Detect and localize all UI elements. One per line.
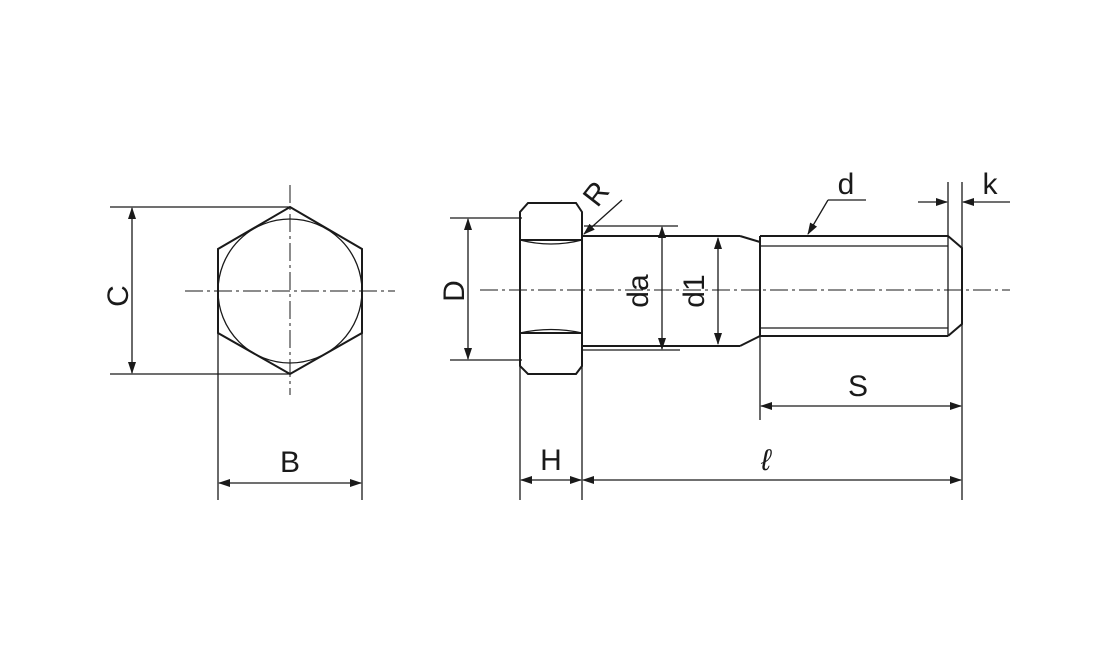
label-k: k <box>983 168 999 201</box>
r-leader-line <box>583 199 623 235</box>
head-chamfer-arc-bottom <box>519 328 583 334</box>
side-view: D R da d1 d k S H ℓ <box>438 168 1010 500</box>
label-l: ℓ <box>760 444 772 477</box>
label-d-thread: d <box>838 168 855 201</box>
label-da: da <box>622 274 655 308</box>
label-h: H <box>540 444 562 477</box>
label-r: R <box>577 175 616 212</box>
label-d1: d1 <box>678 274 711 307</box>
shank-taper-top <box>739 235 761 243</box>
label-c: C <box>102 285 135 307</box>
label-b: B <box>280 446 300 479</box>
head-end-view: C B <box>102 185 395 500</box>
head-chamfer-arc-top <box>519 239 583 245</box>
bolt-head-outline <box>519 202 583 375</box>
d-leader-line <box>807 199 829 235</box>
bolt-tip-chamfer <box>947 235 963 337</box>
label-s: S <box>848 370 868 403</box>
label-d-head: D <box>438 280 471 302</box>
shank-taper-bottom <box>739 335 761 347</box>
